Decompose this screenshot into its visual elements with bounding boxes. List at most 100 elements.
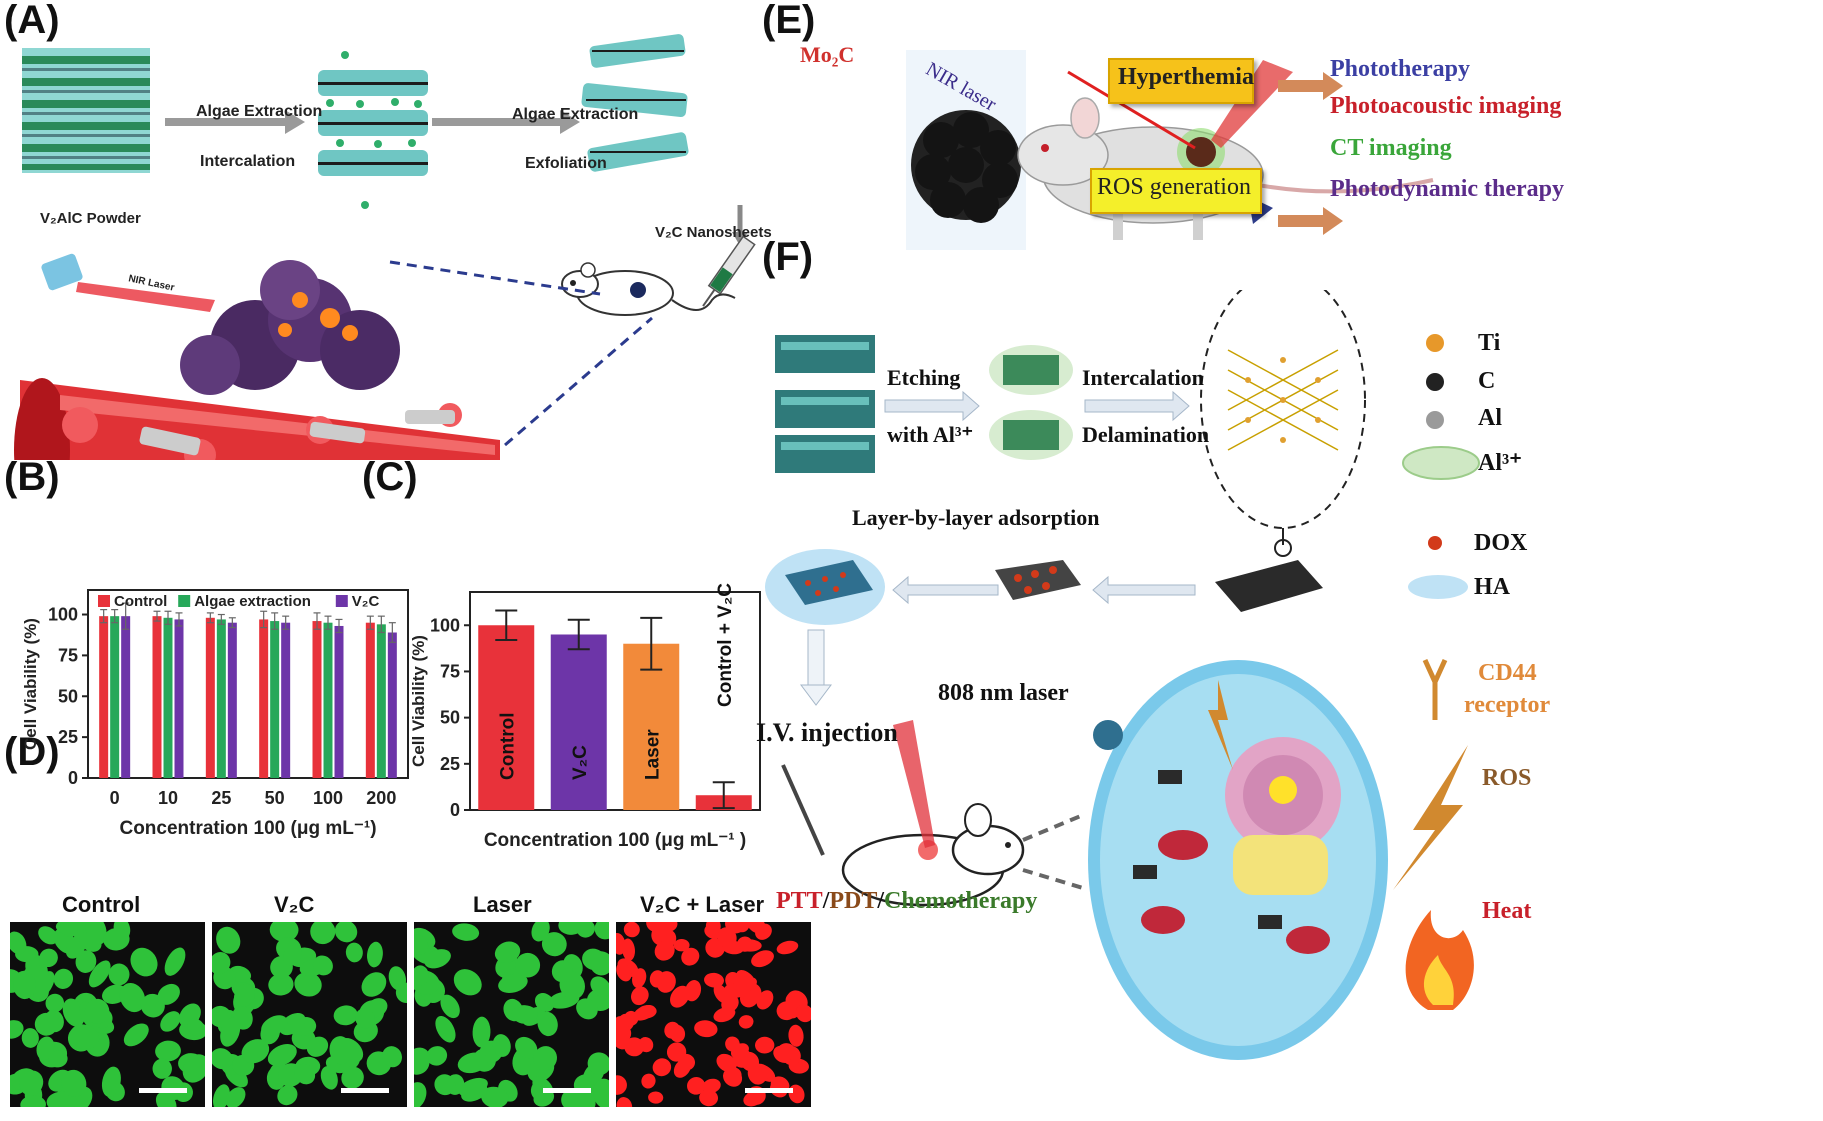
- cell: [123, 1023, 149, 1047]
- cell: [414, 965, 429, 986]
- cancer-cell: [1088, 660, 1388, 1060]
- cell: [653, 922, 678, 933]
- cell: [294, 1063, 316, 1085]
- cell: [12, 970, 36, 1000]
- y-tick-label: 25: [58, 727, 78, 747]
- cell: [616, 1097, 633, 1107]
- plot-frame: [87, 589, 409, 779]
- cell: [157, 983, 180, 1005]
- cell: [119, 982, 146, 1013]
- powder-label: V₂AlC Powder: [40, 210, 141, 227]
- cell: [716, 1053, 737, 1073]
- cell: [130, 947, 158, 977]
- outcome-ct: CT imaging: [1330, 135, 1452, 161]
- cell: [534, 993, 555, 1012]
- cell: [38, 926, 58, 945]
- cell: [69, 1024, 100, 1050]
- d-label-v2c: V₂C: [274, 892, 315, 917]
- cell: [320, 1066, 338, 1090]
- cell: [84, 998, 110, 1024]
- cell: [414, 1053, 430, 1075]
- cell: [10, 931, 27, 955]
- arrow2-top-label: Algae Extraction: [512, 106, 639, 123]
- bar: [152, 616, 162, 778]
- cell: [705, 922, 721, 936]
- panel-label-e: (E): [762, 0, 816, 42]
- cell: [182, 1054, 205, 1083]
- cell: [155, 1040, 181, 1062]
- cell: [571, 1091, 596, 1107]
- blood-vessel: [14, 378, 500, 460]
- bar: [623, 643, 680, 810]
- cell: [515, 1036, 538, 1059]
- cell: [537, 1011, 558, 1037]
- plot-frame: [469, 591, 761, 811]
- cell: [338, 1037, 364, 1063]
- cell: [681, 947, 700, 966]
- cell: [241, 1039, 270, 1064]
- cell: [33, 971, 55, 999]
- cell: [283, 944, 302, 966]
- cell: [664, 1021, 681, 1039]
- cell: [733, 922, 750, 933]
- bar: [174, 619, 184, 778]
- bar: [376, 624, 386, 778]
- scale-bar: [341, 1088, 389, 1093]
- panel-label-c: (C): [362, 455, 418, 499]
- chemo-label: Chemotherapy: [884, 888, 1038, 914]
- cell: [268, 973, 294, 996]
- micrograph-control: [10, 922, 205, 1107]
- legend-c: C: [1478, 368, 1496, 394]
- cell: [225, 1087, 246, 1107]
- legend-swatch: [178, 595, 191, 607]
- y-tick-label: 0: [450, 800, 460, 820]
- cell: [773, 1045, 792, 1063]
- y-axis-label: Cell Viability (%): [410, 635, 428, 767]
- legend-cd44: CD44: [1478, 660, 1537, 686]
- arrow-1: [165, 110, 305, 134]
- cell: [776, 940, 799, 955]
- legend-receptor: receptor: [1464, 692, 1551, 718]
- cell: [234, 983, 255, 1008]
- panel-label-d: (D): [4, 730, 60, 774]
- laser808-label: 808 nm laser: [938, 680, 1069, 706]
- cell: [654, 940, 675, 961]
- cell: [472, 1016, 491, 1048]
- x-tick-label: 100: [313, 788, 343, 808]
- lbl-label: Layer-by-layer adsorption: [852, 505, 1100, 530]
- mo2c-nanoparticle: [911, 110, 1021, 223]
- cell: [48, 1050, 68, 1068]
- v2alc-crystal: [22, 48, 150, 173]
- bar: [163, 617, 173, 778]
- bar: [227, 622, 237, 778]
- arrow2-bottom-label: Exfoliation: [525, 155, 607, 172]
- cell: [101, 1066, 121, 1097]
- legend-al3: Al³⁺: [1478, 450, 1522, 476]
- hyperthermia-box: [1108, 58, 1254, 104]
- legend-ti: Ti: [1478, 330, 1501, 356]
- cell: [212, 1048, 233, 1070]
- scale-bar: [139, 1088, 187, 1093]
- cell: [103, 928, 130, 951]
- y-tick-label: 75: [440, 661, 460, 681]
- cell: [233, 1006, 251, 1027]
- y-tick-label: 25: [440, 754, 460, 774]
- cell: [788, 1024, 804, 1047]
- cell: [60, 922, 78, 938]
- cell: [62, 998, 85, 1027]
- legend-swatch: [98, 595, 110, 607]
- outcome-phototherapy: Phototherapy: [1330, 56, 1470, 82]
- d-label-laser: Laser: [473, 892, 532, 917]
- cell: [616, 932, 626, 955]
- arrow1-top-label: Algae Extraction: [196, 103, 323, 120]
- bar: [312, 621, 322, 778]
- cell: [426, 1046, 448, 1066]
- cell: [152, 1058, 172, 1079]
- cell: [737, 936, 753, 952]
- cell: [333, 1005, 358, 1026]
- bar: [270, 621, 280, 778]
- tumor: [180, 260, 400, 395]
- panel-label-b: (B): [4, 455, 60, 499]
- cell: [738, 1015, 754, 1029]
- micrograph-v2c-laser: [616, 922, 811, 1107]
